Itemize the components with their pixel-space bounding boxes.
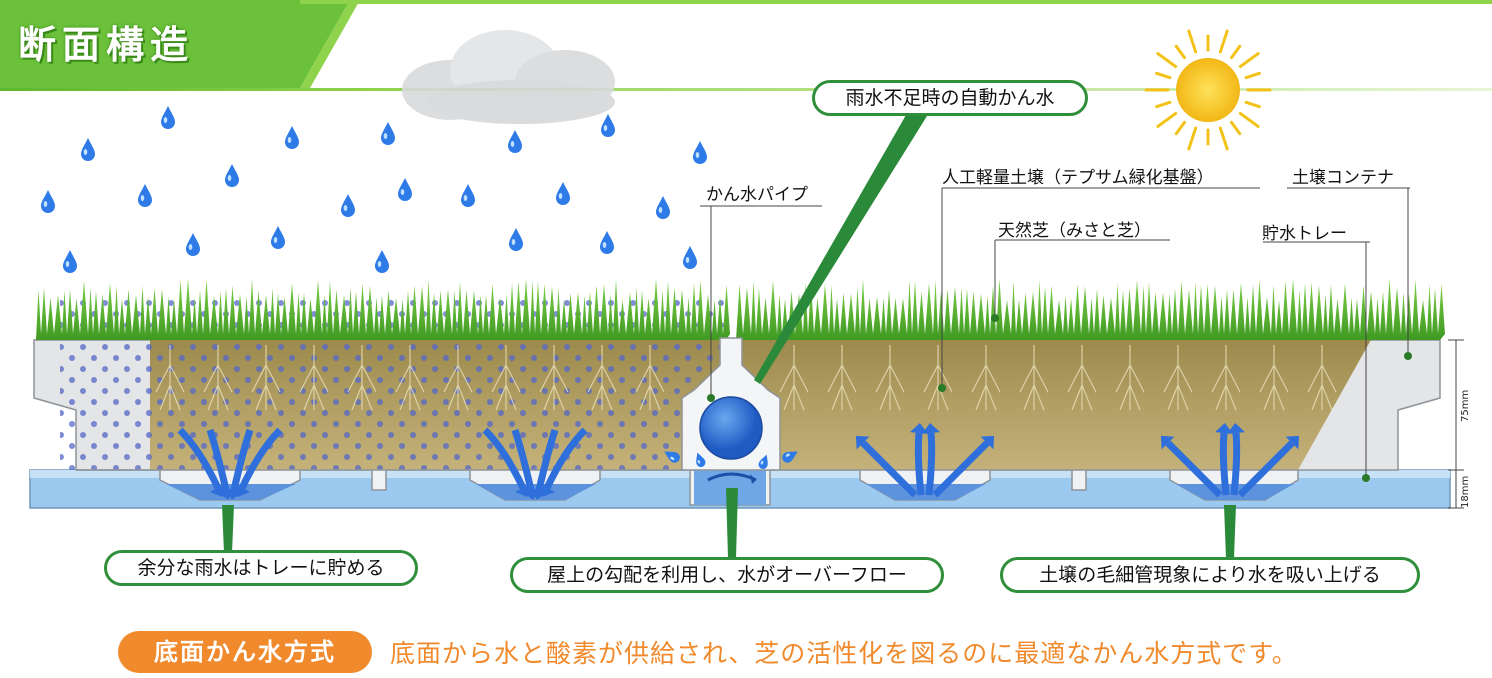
leader-lines: [700, 187, 1464, 509]
raindrop-icon: [341, 194, 355, 217]
callout-overflow: 屋上の勾配を利用し、水がオーバーフロー: [510, 557, 944, 593]
raindrop-icon: [509, 228, 523, 251]
dimension-18mm: 18mm: [1460, 475, 1471, 508]
raindrop-icon: [375, 250, 389, 273]
raindrop-icon: [41, 190, 55, 213]
raindrop-icon: [186, 233, 200, 256]
label-soil: 人工軽量土壌（テプサム緑化基盤）: [942, 168, 1214, 188]
raindrop-icon: [556, 182, 570, 205]
water-flow-arrows: [177, 423, 1300, 500]
label-container: 土壌コンテナ: [1292, 168, 1394, 188]
label-tray: 貯水トレー: [1262, 224, 1347, 244]
raindrop-icon: [81, 138, 95, 161]
raindrop-icon: [271, 226, 285, 249]
raindrop-icon: [63, 250, 77, 273]
page-title: 断面構造: [18, 23, 195, 67]
label-grass: 天然芝（みさと芝）: [998, 221, 1151, 241]
raindrop-icon: [600, 231, 614, 254]
raindrop-icon: [161, 106, 175, 129]
grass-layer: [36, 278, 1445, 340]
raindrop-icon: [683, 246, 697, 269]
irrigation-pipe-icon: [699, 396, 763, 460]
raindrop-icon: [693, 141, 707, 164]
label-irrigation-pipe: かん水パイプ: [706, 185, 808, 205]
raindrop-icon: [461, 184, 475, 207]
raindrop-icon: [656, 196, 670, 219]
callout-pointers: [222, 108, 1236, 558]
raindrop-icon: [225, 164, 239, 187]
method-description: 底面から水と酸素が供給され、芝の活性化を図るのに最適なかん水方式です。: [390, 639, 1298, 668]
soil-right: [740, 338, 1372, 470]
raindrop-icon: [398, 178, 412, 201]
raindrop-icon: [508, 130, 522, 153]
raindrop-icon: [285, 126, 299, 149]
callout-auto-irrigation: 雨水不足時の自動かん水: [812, 80, 1088, 116]
raindrop-icon: [138, 184, 152, 207]
leader-dots: [707, 314, 1412, 482]
irrigation-pipe-housing: [661, 337, 801, 484]
callout-excess-rain: 余分な雨水はトレーに貯める: [104, 550, 418, 586]
method-badge: 底面かん水方式: [118, 631, 372, 673]
title-banner: [0, 0, 1492, 91]
raindrop-icon: [381, 122, 395, 145]
sun-icon: [1144, 29, 1272, 151]
dimension-75mm: 75mm: [1460, 389, 1471, 422]
cloud-icon: [402, 30, 615, 124]
raindrop-icon: [601, 114, 615, 137]
raindrops: [41, 106, 707, 273]
grass-roots: [155, 345, 1337, 411]
callout-capillary: 土壌の毛細管現象により水を吸い上げる: [1000, 557, 1420, 593]
